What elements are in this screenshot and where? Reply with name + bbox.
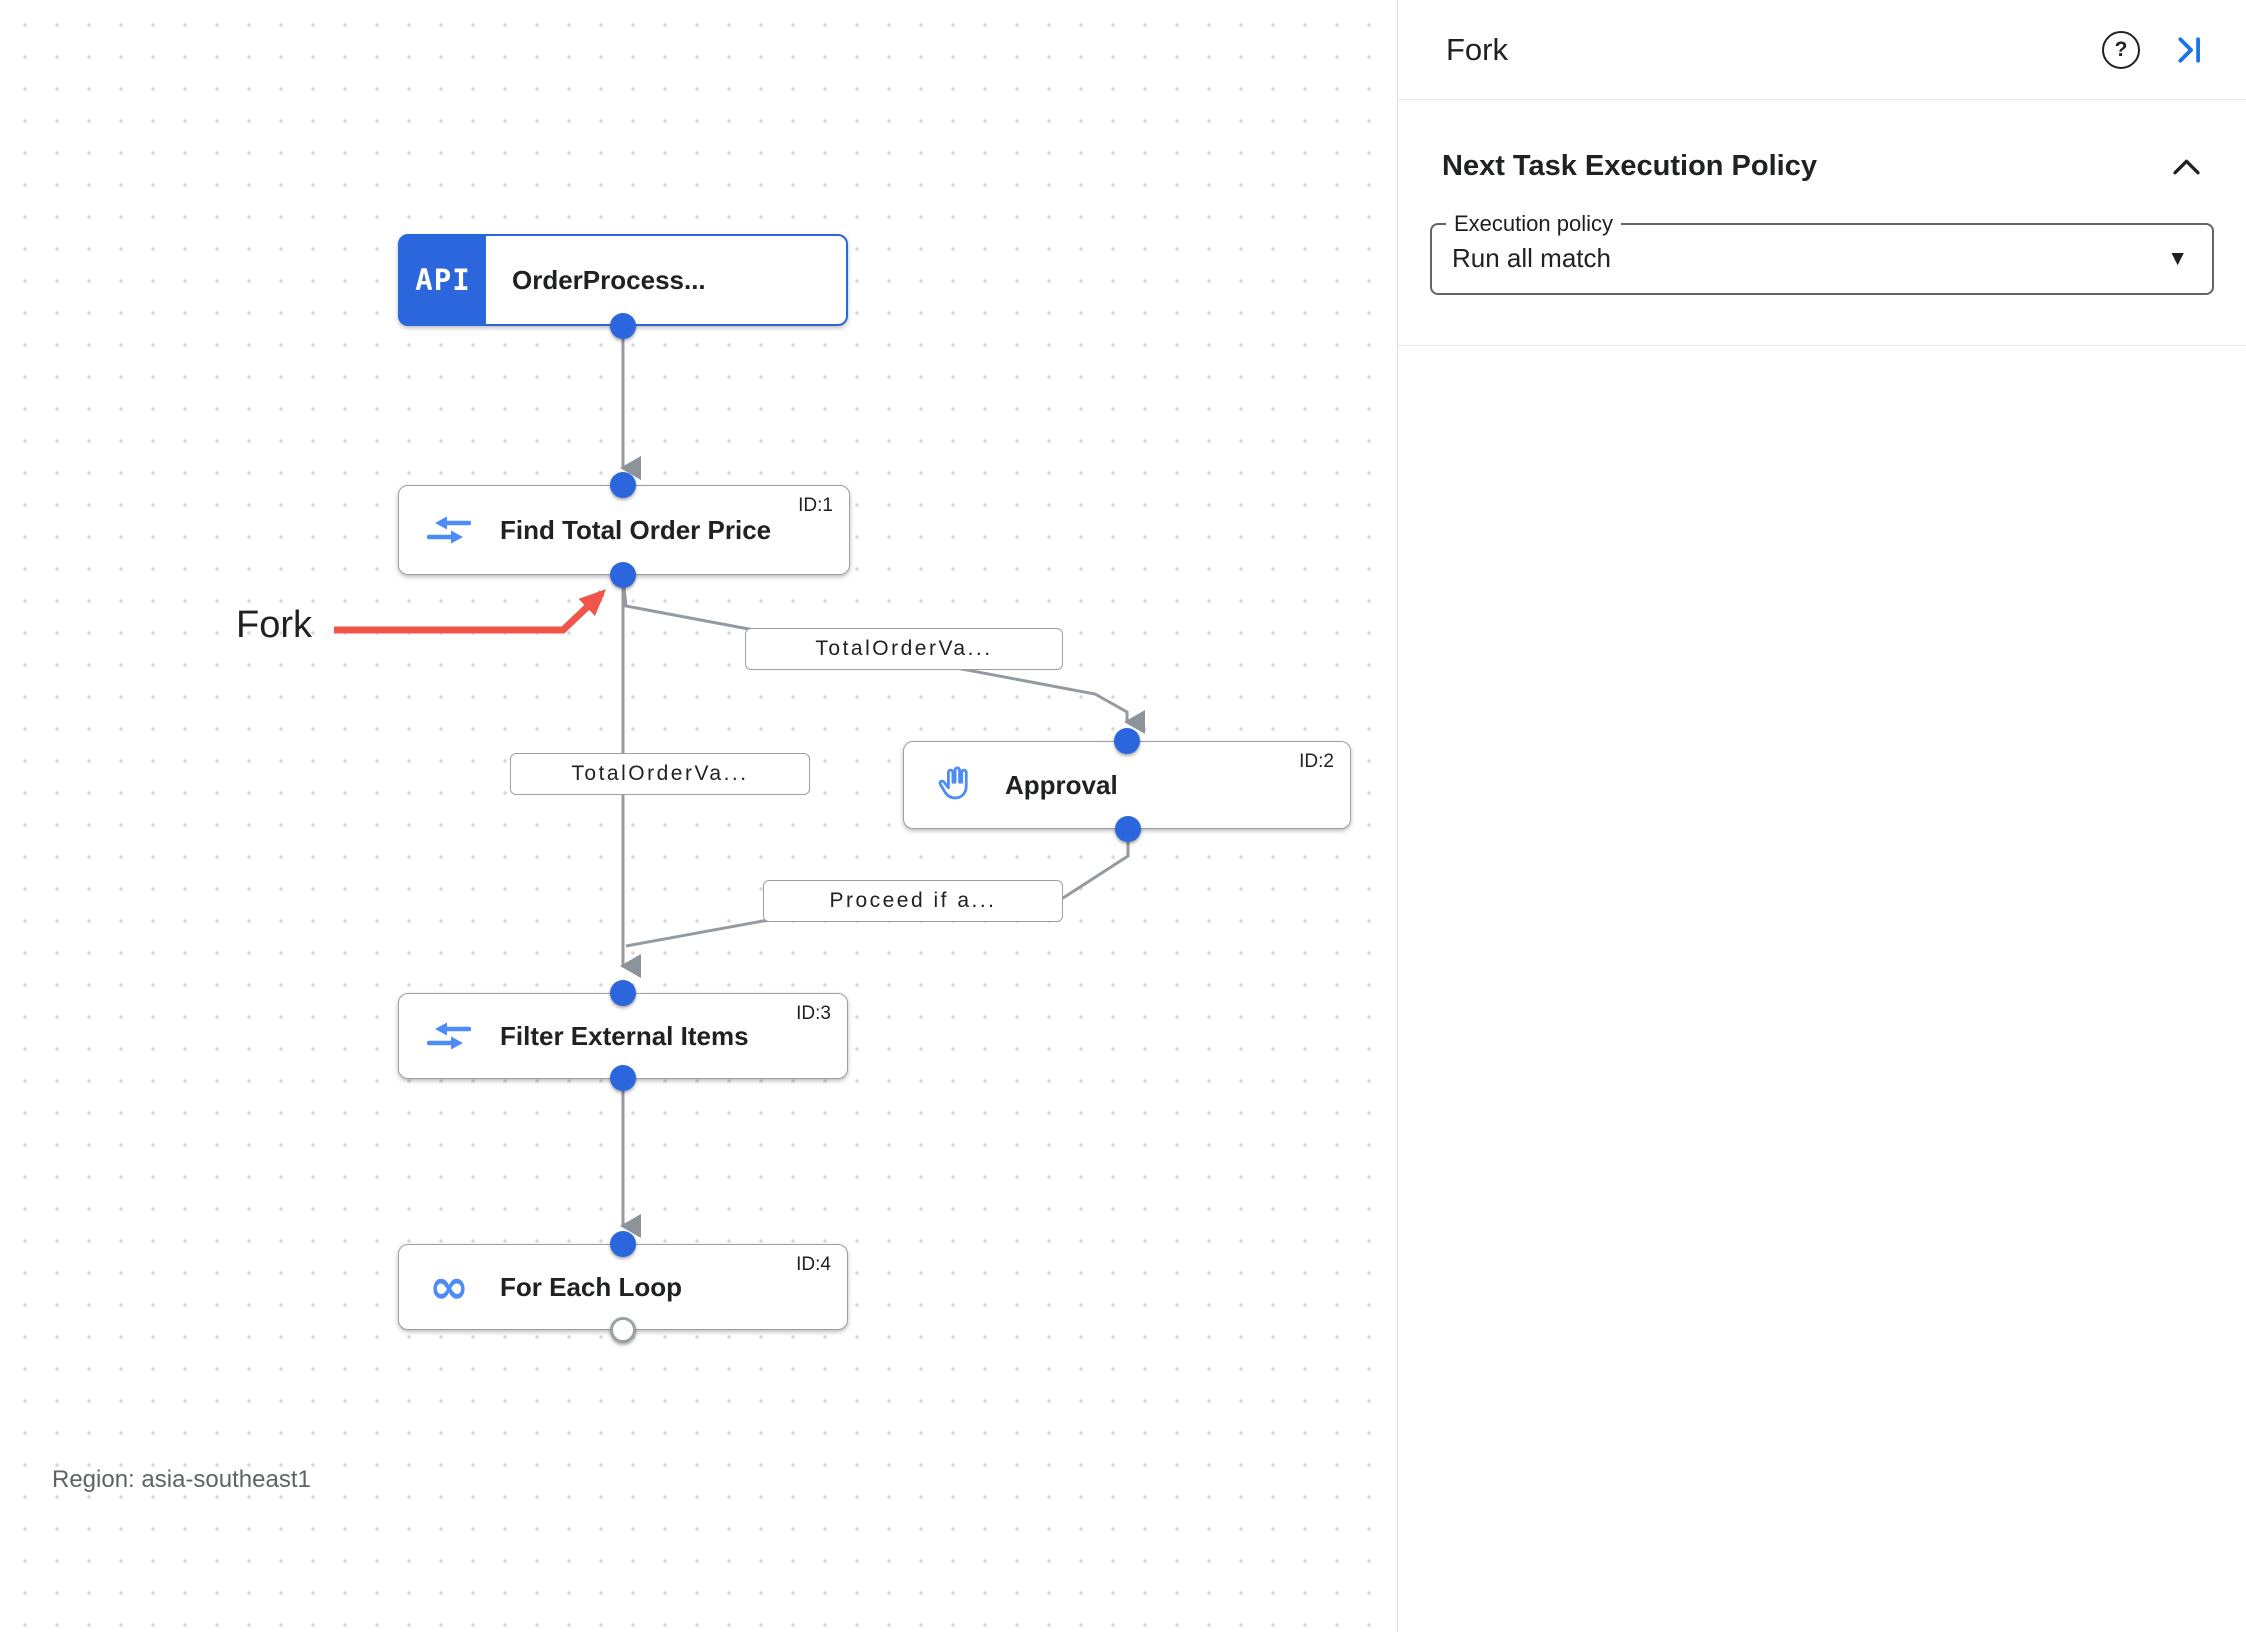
edge-label-proceed-if[interactable]: Proceed if a...	[763, 880, 1063, 922]
connection-dot-approval-out[interactable]	[1115, 816, 1141, 842]
node-title: Find Total Order Price	[500, 514, 772, 545]
connection-dot-filter-in[interactable]	[610, 980, 636, 1006]
node-trigger-orderprocess[interactable]: API OrderProcess...	[398, 234, 848, 326]
edge-label-total-order-right[interactable]: TotalOrderVa...	[745, 628, 1063, 670]
node-filter-external-items[interactable]: Filter External Items ID:3	[398, 993, 848, 1079]
section-title: Next Task Execution Policy	[1442, 150, 1817, 182]
node-title: Filter External Items	[500, 1020, 749, 1051]
api-trigger-badge: API	[400, 236, 486, 324]
connection-dot-approval-in[interactable]	[1114, 728, 1140, 754]
fork-annotation-label: Fork	[236, 604, 312, 646]
panel-header: Fork ?	[1398, 0, 2246, 100]
workflow-canvas[interactable]: API OrderProcess... Find Total Order Pri…	[0, 0, 1397, 1632]
node-id-label: ID:2	[1299, 751, 1334, 772]
loop-icon: ∞	[429, 1259, 469, 1315]
region-label: Region: asia-southeast1	[52, 1466, 311, 1493]
connection-dot-foreach-in[interactable]	[610, 1231, 636, 1257]
section-header[interactable]: Next Task Execution Policy	[1442, 150, 2200, 183]
help-glyph: ?	[2114, 37, 2128, 61]
execution-policy-label: Execution policy	[1446, 211, 1621, 237]
node-id-label: ID:3	[796, 1003, 831, 1024]
execution-policy-dropdown[interactable]: Execution policy Run all match ▼	[1430, 211, 2214, 295]
connection-dot-foreach-out[interactable]	[610, 1317, 636, 1343]
node-id-label: ID:4	[796, 1254, 831, 1275]
next-task-execution-policy-section: Next Task Execution Policy Execution pol…	[1398, 100, 2246, 346]
node-title: Approval	[1005, 769, 1118, 800]
config-panel: Fork ? Next Task Execution Policy	[1397, 0, 2246, 1632]
hand-icon	[931, 764, 977, 806]
execution-policy-value: Run all match	[1452, 243, 1611, 273]
collapse-panel-icon[interactable]	[2176, 36, 2204, 64]
node-id-label: ID:1	[798, 495, 833, 516]
node-approval[interactable]: Approval ID:2	[903, 741, 1351, 829]
edge-label-total-order-left[interactable]: TotalOrderVa...	[510, 753, 810, 795]
data-mapping-icon	[426, 515, 472, 545]
dropdown-arrow-icon: ▼	[2167, 247, 2188, 270]
panel-title: Fork	[1446, 31, 1508, 67]
connection-dot-findtotal-out[interactable]	[610, 562, 636, 588]
node-title: For Each Loop	[500, 1271, 682, 1302]
node-for-each-loop[interactable]: ∞ For Each Loop ID:4	[398, 1244, 848, 1330]
node-title: OrderProcess...	[512, 264, 706, 295]
connection-dot-findtotal-in[interactable]	[610, 472, 636, 498]
help-icon[interactable]: ?	[2102, 30, 2140, 69]
connection-dot-filter-out[interactable]	[610, 1065, 636, 1091]
node-find-total-order-price[interactable]: Find Total Order Price ID:1	[398, 485, 850, 575]
data-mapping-icon	[426, 1021, 472, 1051]
connection-dot-trigger-out[interactable]	[610, 313, 636, 339]
chevron-up-icon[interactable]	[2173, 158, 2200, 175]
